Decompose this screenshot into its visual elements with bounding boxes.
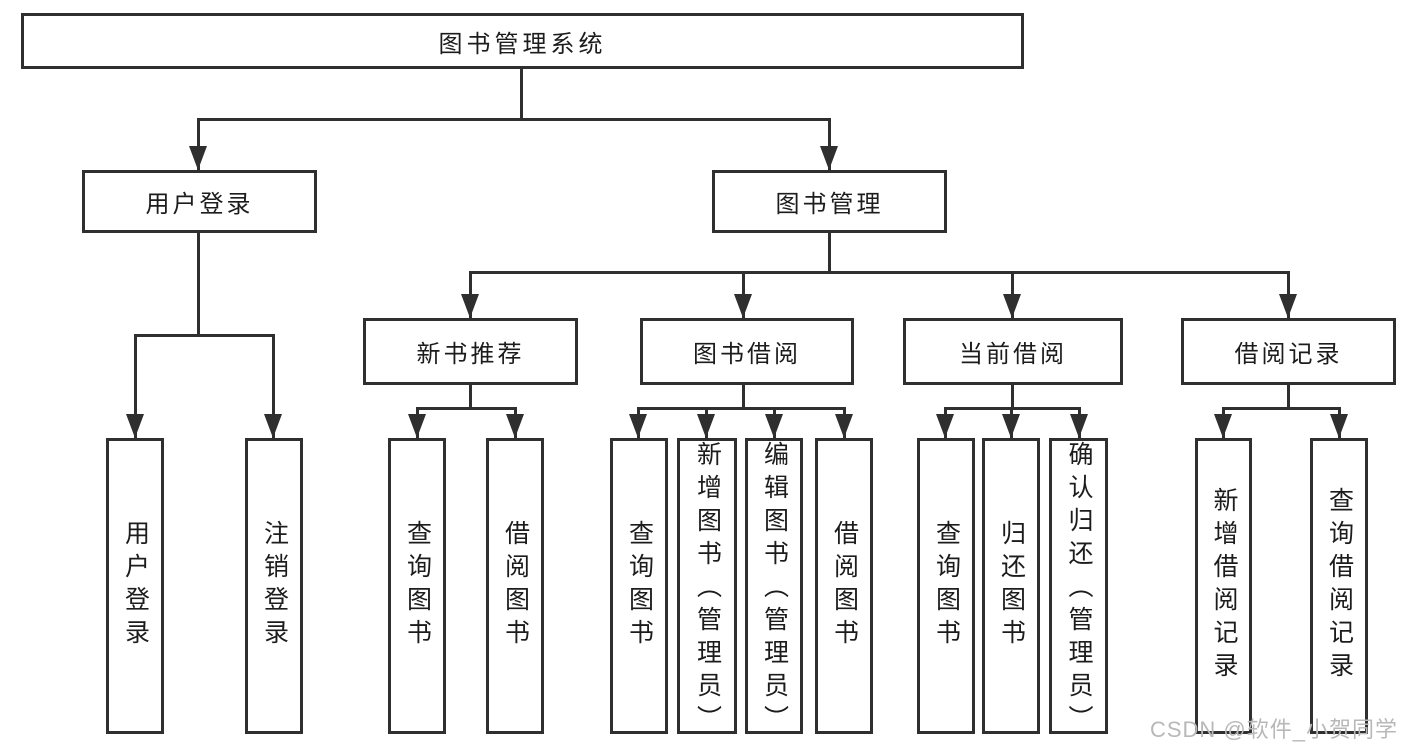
- leaf-add-borrow-record: 新增借阅记录: [1195, 438, 1252, 734]
- leaf-borrow-book-label: 借阅图书: [830, 520, 859, 652]
- connector-new-book-stem: [469, 383, 472, 410]
- connector-book-management-drop: [828, 118, 831, 170]
- leaf-query-book-borrow-label: 查询图书: [625, 520, 654, 652]
- leaf-logout: 注销登录: [245, 438, 303, 734]
- arrow-leaf-login: [126, 414, 144, 438]
- arrow-leaf-a: [408, 414, 426, 438]
- arrow-book-borrow: [734, 294, 752, 318]
- leaf-query-book-current: 查询图书: [917, 438, 975, 734]
- leaf-add-borrow-record-label: 新增借阅记录: [1210, 487, 1238, 685]
- leaf-borrow-book-recommend: 借阅图书: [486, 438, 544, 734]
- connector-user-login-stem: [197, 232, 200, 337]
- arrow-leaf-h: [1002, 414, 1020, 438]
- arrow-leaf-c: [629, 414, 647, 438]
- arrow-new-book: [461, 294, 479, 318]
- node-current-borrow: 当前借阅: [903, 318, 1123, 385]
- connector-leaf-login-drop: [134, 334, 137, 438]
- leaf-logout-label: 注销登录: [260, 520, 289, 652]
- arrow-leaf-f: [835, 414, 853, 438]
- arrow-leaf-b: [506, 414, 524, 438]
- node-borrow-record: 借阅记录: [1181, 318, 1396, 385]
- arrow-leaf-logout: [264, 414, 282, 438]
- leaf-edit-book-admin-label: 编辑图书（管理员）: [760, 441, 789, 738]
- arrow-book-management: [820, 146, 838, 170]
- node-root-label: 图书管理系统: [438, 30, 607, 58]
- leaf-query-borrow-record-label: 查询借阅记录: [1325, 487, 1354, 685]
- node-user-login-label: 用户登录: [145, 191, 254, 218]
- leaf-add-book-admin: 新增图书（管理员）: [677, 438, 737, 738]
- connector-current-borrow-stem: [1011, 383, 1014, 410]
- leaf-confirm-return-admin-label: 确认归还（管理员）: [1065, 441, 1093, 738]
- arrow-leaf-g: [936, 414, 954, 438]
- node-book-borrow: 图书借阅: [640, 318, 854, 385]
- arrow-leaf-j: [1214, 414, 1232, 438]
- leaf-query-book-current-label: 查询图书: [932, 520, 961, 652]
- connector-level1-bar: [197, 118, 831, 121]
- leaf-user-login: 用户登录: [106, 438, 164, 734]
- connector-new-book-bar: [416, 407, 517, 410]
- node-borrow-record-label: 借阅记录: [1234, 341, 1343, 368]
- arrow-leaf-d: [697, 414, 715, 438]
- connector-level2-bar: [469, 271, 1290, 274]
- leaf-return-book: 归还图书: [982, 438, 1040, 734]
- connector-borrow-record-bar: [1222, 407, 1341, 410]
- connector-user-login-bar: [134, 334, 275, 337]
- leaf-borrow-book: 借阅图书: [815, 438, 873, 734]
- node-user-login: 用户登录: [82, 170, 317, 233]
- arrow-borrow-record: [1279, 294, 1297, 318]
- arrow-current-borrow: [1003, 294, 1021, 318]
- node-current-borrow-label: 当前借阅: [959, 341, 1067, 368]
- node-root: 图书管理系统: [21, 13, 1024, 69]
- node-new-book-recommend-label: 新书推荐: [416, 341, 525, 368]
- arrow-leaf-e: [765, 414, 783, 438]
- arrow-leaf-i: [1070, 414, 1088, 438]
- node-book-borrow-label: 图书借阅: [693, 341, 801, 368]
- leaf-query-book-recommend-label: 查询图书: [403, 520, 432, 652]
- connector-leaf-logout-drop: [272, 334, 275, 438]
- node-new-book-recommend: 新书推荐: [363, 318, 578, 385]
- leaf-edit-book-admin: 编辑图书（管理员）: [745, 438, 803, 738]
- leaf-query-borrow-record: 查询借阅记录: [1310, 438, 1368, 734]
- leaf-confirm-return-admin: 确认归还（管理员）: [1049, 438, 1108, 738]
- arrow-leaf-k: [1330, 414, 1348, 438]
- connector-borrow-record-stem: [1287, 383, 1290, 410]
- node-book-management: 图书管理: [712, 170, 947, 233]
- leaf-user-login-label: 用户登录: [121, 520, 150, 652]
- leaf-query-book-borrow: 查询图书: [610, 438, 668, 734]
- watermark: CSDN @软件_小贺同学: [1149, 717, 1398, 742]
- leaf-query-book-recommend: 查询图书: [388, 438, 446, 734]
- connector-root-stem: [520, 68, 523, 121]
- connector-book-management-stem: [828, 232, 831, 274]
- leaf-borrow-book-recommend-label: 借阅图书: [501, 520, 530, 652]
- connector-user-login-drop: [197, 118, 200, 170]
- connector-book-borrow-stem: [742, 383, 745, 410]
- node-book-management-label: 图书管理: [775, 191, 884, 218]
- leaf-return-book-label: 归还图书: [997, 520, 1026, 652]
- leaf-add-book-admin-label: 新增图书（管理员）: [693, 441, 722, 738]
- connector-book-borrow-bar: [637, 407, 846, 410]
- arrow-user-login: [189, 146, 207, 170]
